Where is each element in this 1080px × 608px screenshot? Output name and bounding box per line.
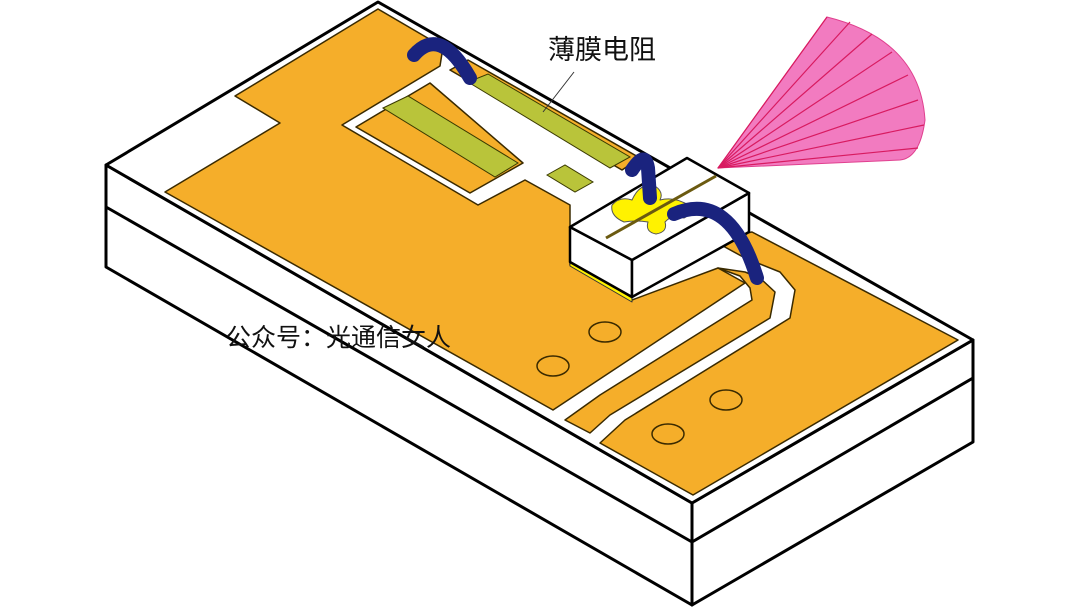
via-hole bbox=[651, 423, 685, 445]
ground-metal-right bbox=[599, 231, 959, 496]
via-hole bbox=[709, 389, 743, 411]
bond-wire bbox=[625, 152, 657, 205]
thin-film-resistor-upper bbox=[466, 73, 632, 169]
watermark-text: 公众号：光通信女人 bbox=[226, 323, 452, 352]
via-hole bbox=[536, 355, 570, 377]
layer-divider bbox=[105, 205, 974, 544]
label-leader-line bbox=[542, 71, 575, 113]
via-hole bbox=[588, 321, 622, 343]
thin-film-resistor-lower bbox=[381, 95, 519, 178]
thin-film-resistor-label: 薄膜电阻 bbox=[548, 35, 656, 66]
chip-ridge-waveguide bbox=[605, 174, 717, 240]
laser-beam bbox=[716, 16, 926, 169]
bond-wire bbox=[667, 202, 764, 285]
laser-beam-cone bbox=[716, 16, 926, 169]
thin-film-resistor-segment bbox=[546, 164, 594, 193]
bond-wire bbox=[407, 37, 477, 85]
